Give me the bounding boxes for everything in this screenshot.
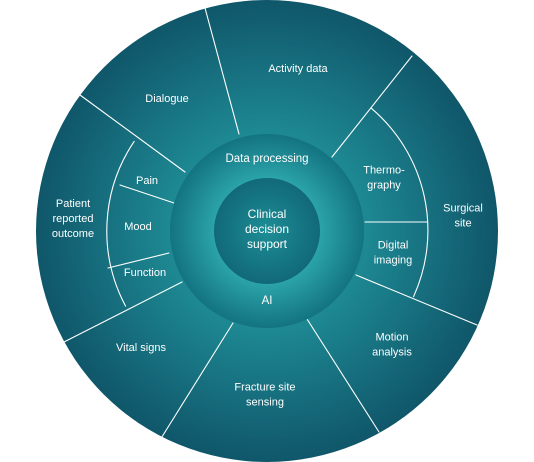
- ring-label-ai: AI: [262, 295, 273, 307]
- label-line: Clinical: [248, 207, 287, 221]
- label-line: Surgical: [443, 202, 483, 214]
- segment-label-fracture-site-sensing: Fracture site sensing: [234, 381, 295, 408]
- segment-label-pain: Pain: [136, 175, 158, 187]
- label-line: analysis: [372, 346, 412, 358]
- separator-line: [204, 7, 240, 135]
- label-line: Fracture site: [234, 381, 295, 393]
- label-line: support: [247, 237, 288, 251]
- label-line: graphy: [367, 179, 401, 191]
- label-line: Function: [124, 267, 166, 279]
- segment-label-digital-imaging: Digital imaging: [374, 239, 413, 266]
- separator-line: [63, 281, 183, 343]
- segment-label-patient-reported-outcome: Patient reported outcome: [52, 198, 94, 240]
- segment-label-thermography: Thermo-graphy: [363, 164, 405, 191]
- label-line: imaging: [374, 254, 413, 266]
- label-line: outcome: [52, 228, 94, 240]
- segment-label-motion-analysis: Motion analysis: [372, 331, 412, 358]
- label-line: Dialogue: [145, 93, 188, 105]
- segment-label-vital-signs: Vital signs: [116, 342, 166, 354]
- label-line: Pain: [136, 175, 158, 187]
- label-line: decision: [245, 222, 289, 236]
- label-line: site: [454, 217, 471, 229]
- segment-label-mood: Mood: [124, 221, 152, 233]
- core-circle: [214, 178, 320, 284]
- ring-label-data-processing: Data processing: [225, 153, 308, 165]
- label-line: Vital signs: [116, 342, 166, 354]
- label-line: reported: [53, 213, 94, 225]
- separator-line: [331, 55, 413, 158]
- right-subring-arc: [370, 107, 429, 298]
- separator-line: [79, 94, 186, 173]
- label-line: Digital: [378, 239, 409, 251]
- label-line: sensing: [246, 396, 284, 408]
- segment-label-surgical-site: Surgical site: [443, 202, 483, 229]
- separator-line: [154, 322, 234, 449]
- separator-line: [107, 252, 170, 269]
- separator-line: [355, 274, 478, 326]
- label-line: Patient: [56, 198, 90, 210]
- segment-separators: [63, 7, 478, 449]
- separator-line: [119, 184, 178, 205]
- left-subring-arc: [106, 140, 135, 307]
- label-line: Activity data: [268, 63, 328, 75]
- segment-label-activity-data: Activity data: [268, 63, 328, 75]
- segment-label-dialogue: Dialogue: [145, 93, 188, 105]
- label-line: Thermo-: [363, 164, 405, 176]
- segment-label-function: Function: [124, 267, 166, 279]
- label-line: Motion: [375, 331, 408, 343]
- separator-line: [306, 318, 380, 433]
- label-line: Mood: [124, 221, 152, 233]
